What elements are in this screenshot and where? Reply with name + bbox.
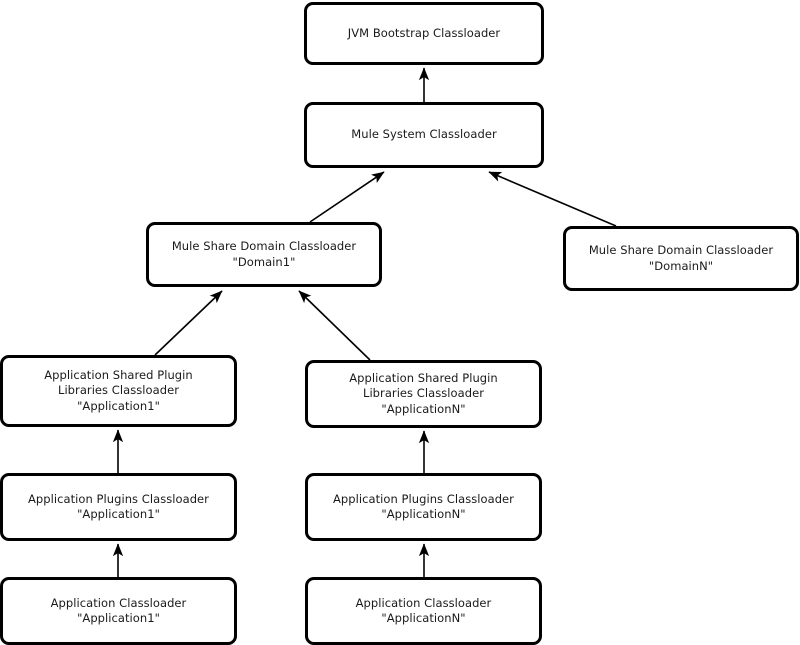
edge-domain1-to-mule-system [309,171,385,223]
node-app-plugins-n[interactable]: Application Plugins Classloader "Applica… [305,473,542,541]
node-label-app-shared-plugin-libs-n: Application Shared Plugin Libraries Clas… [349,371,498,416]
node-domain-1[interactable]: Mule Share Domain Classloader "Domain1" [146,222,382,287]
edge-shared1-to-domain1 [154,290,223,356]
node-label-mule-system: Mule System Classloader [351,127,497,142]
node-label-domain-n: Mule Share Domain Classloader "DomainN" [588,243,774,273]
node-app-shared-plugin-libs-1[interactable]: Application Shared Plugin Libraries Clas… [0,355,237,427]
node-label-domain-1: Mule Share Domain Classloader "Domain1" [171,239,357,269]
node-mule-system[interactable]: Mule System Classloader [304,102,544,168]
node-label-app-plugins-1: Application Plugins Classloader "Applica… [28,491,209,521]
node-label-app-classloader-n: Application Classloader "ApplicationN" [355,595,492,625]
edge-sharedn-to-domain1 [298,290,371,361]
node-app-classloader-1[interactable]: Application Classloader "Application1" [0,577,237,645]
node-app-classloader-n[interactable]: Application Classloader "ApplicationN" [305,577,542,645]
node-label-jvm-bootstrap: JVM Bootstrap Classloader [347,25,501,40]
node-app-plugins-1[interactable]: Application Plugins Classloader "Applica… [0,473,237,541]
node-jvm-bootstrap[interactable]: JVM Bootstrap Classloader [304,2,544,65]
node-app-shared-plugin-libs-n[interactable]: Application Shared Plugin Libraries Clas… [305,360,542,428]
node-label-app-plugins-n: Application Plugins Classloader "Applica… [333,491,514,521]
node-label-app-classloader-1: Application Classloader "Application1" [50,595,187,625]
node-domain-n[interactable]: Mule Share Domain Classloader "DomainN" [563,226,799,291]
node-label-app-shared-plugin-libs-1: Application Shared Plugin Libraries Clas… [44,368,193,413]
edge-domainn-to-mule-system [488,171,617,227]
